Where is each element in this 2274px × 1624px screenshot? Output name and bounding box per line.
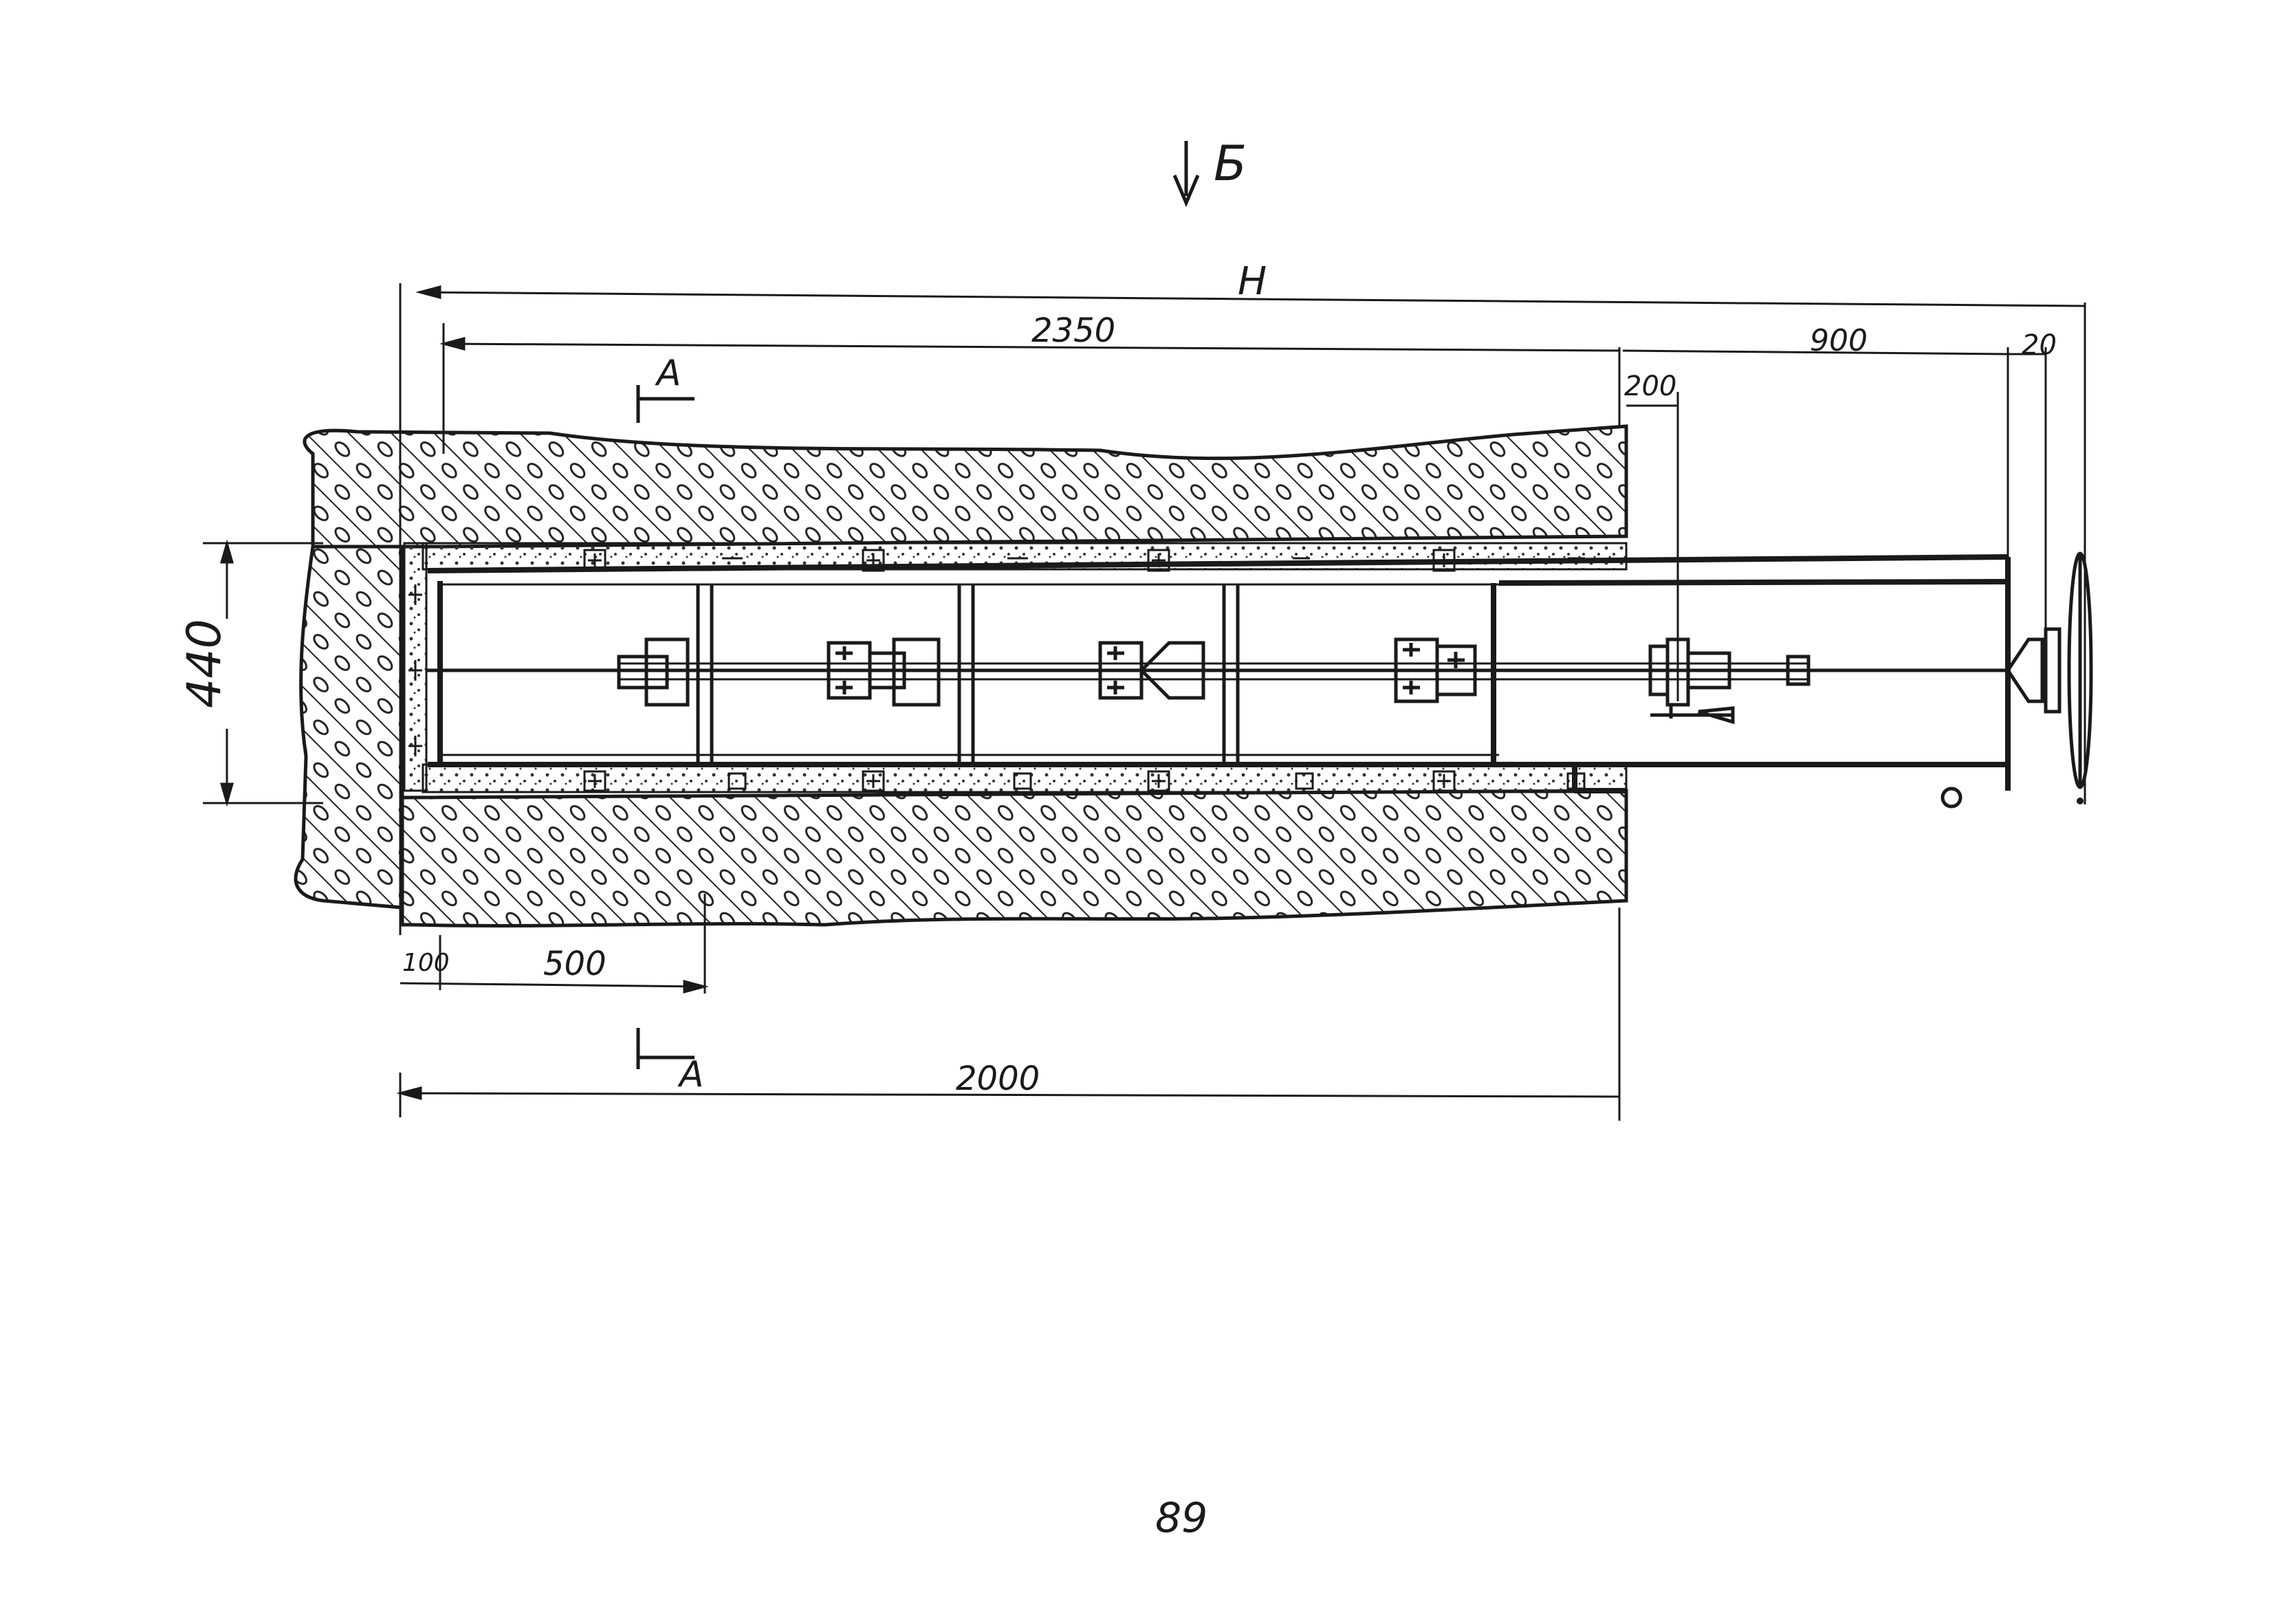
drain-plug (1940, 787, 1963, 809)
dim-overall (399, 283, 2086, 935)
dim-extension (1622, 347, 2047, 629)
section-mark-top-label: А (655, 353, 681, 394)
section-mark-bottom-label: А (677, 1054, 704, 1095)
dim-height-label: 440 (177, 619, 232, 708)
dim-inner-length (439, 323, 1621, 454)
lining-bolts-left (408, 584, 422, 756)
dim-inner-length-label: 2350 (1031, 311, 1115, 350)
soil-bottom (400, 789, 1628, 928)
soil-top (303, 424, 1628, 549)
handwheel (2005, 551, 2093, 789)
small-hole-right (2077, 798, 2084, 804)
dim-height (203, 539, 323, 807)
section-mark-bottom (636, 1028, 695, 1069)
soil-left-wall (294, 545, 404, 910)
casing (427, 554, 2011, 793)
shaft (426, 662, 2008, 681)
view-label: Б (1214, 135, 1247, 192)
dim-wall-length (396, 908, 1621, 1121)
bearing-3 (1098, 641, 1205, 700)
bearing-4 (1394, 637, 1477, 703)
dim-extension-label: 900 (1810, 323, 1868, 358)
dim-flange-label: 20 (2022, 329, 2057, 361)
bearing-1 (617, 637, 690, 707)
dim-wall-length-label: 2000 (956, 1060, 1040, 1098)
dim-edge-offset-label: 100 (402, 949, 450, 977)
dim-step-label: 200 (1624, 371, 1676, 402)
lining-top (422, 542, 1628, 571)
frames (696, 584, 1240, 765)
dim-section-offset-label: 500 (543, 945, 606, 983)
dim-edge-offsets (400, 894, 709, 994)
page-number: 89 (1155, 1494, 1207, 1542)
section-mark-top (636, 385, 695, 423)
bearing-2 (827, 637, 941, 707)
view-arrow (1172, 141, 1200, 208)
dim-step (1626, 392, 1679, 701)
gland-assembly (1648, 637, 1811, 725)
dim-overall-label: Н (1238, 259, 1267, 304)
